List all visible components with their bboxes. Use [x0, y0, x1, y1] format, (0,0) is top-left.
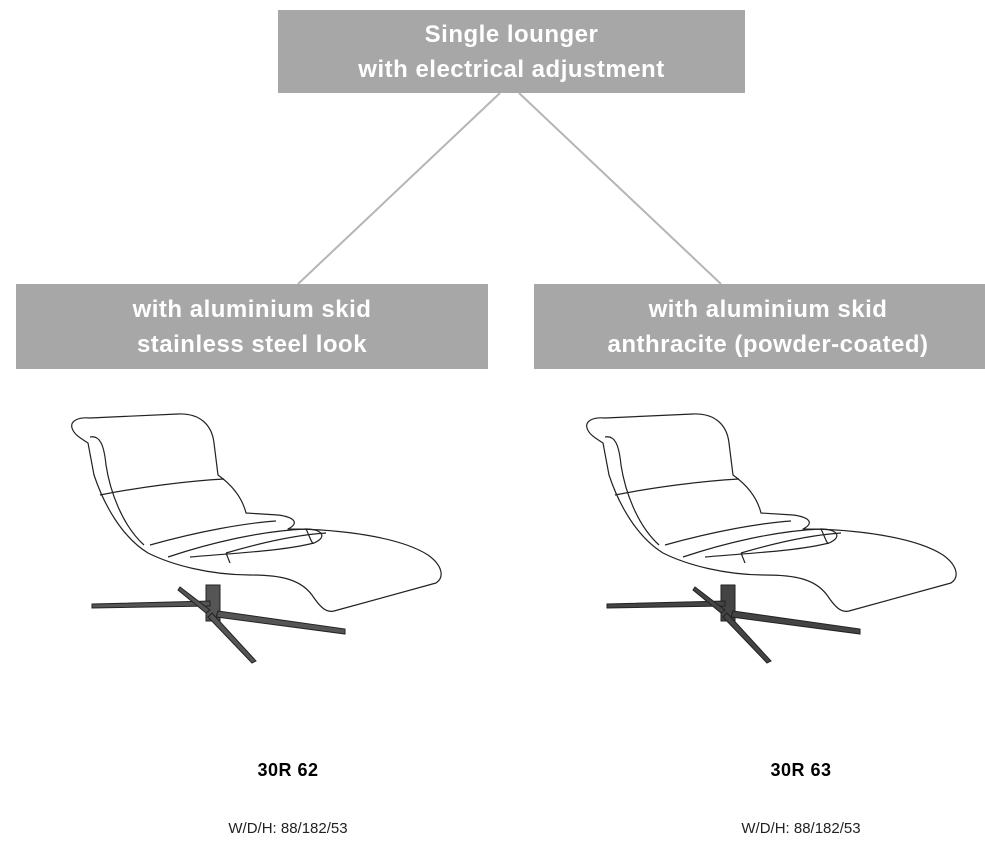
root-node: Single lounger with electrical adjustmen… [278, 10, 745, 93]
variant-anthracite-line-2: anthracite (powder-coated) [607, 330, 929, 358]
variant-stainless-line-2: stainless steel look [136, 330, 368, 358]
lounger-chair-icon [71, 413, 442, 664]
connector-left [297, 92, 501, 285]
product-code-anthracite: 30R 63 [770, 760, 832, 780]
lounger-chair-icon [586, 413, 957, 664]
root-line-1: Single lounger [424, 20, 599, 48]
variant-node-stainless: with aluminium skid stainless steel look [16, 284, 488, 369]
variant-node-anthracite: with aluminium skid anthracite (powder-c… [534, 284, 985, 369]
variant-stainless-line-1: with aluminium skid [132, 295, 372, 323]
dimensions-anthracite: W/D/H: 88/182/53 [741, 820, 861, 837]
connector-right [518, 92, 722, 285]
dimensions-stainless: W/D/H: 88/182/53 [228, 820, 348, 837]
variant-anthracite-line-1: with aluminium skid [648, 295, 888, 323]
root-line-2: with electrical adjustment [358, 55, 665, 83]
product-code-stainless: 30R 62 [257, 760, 319, 780]
